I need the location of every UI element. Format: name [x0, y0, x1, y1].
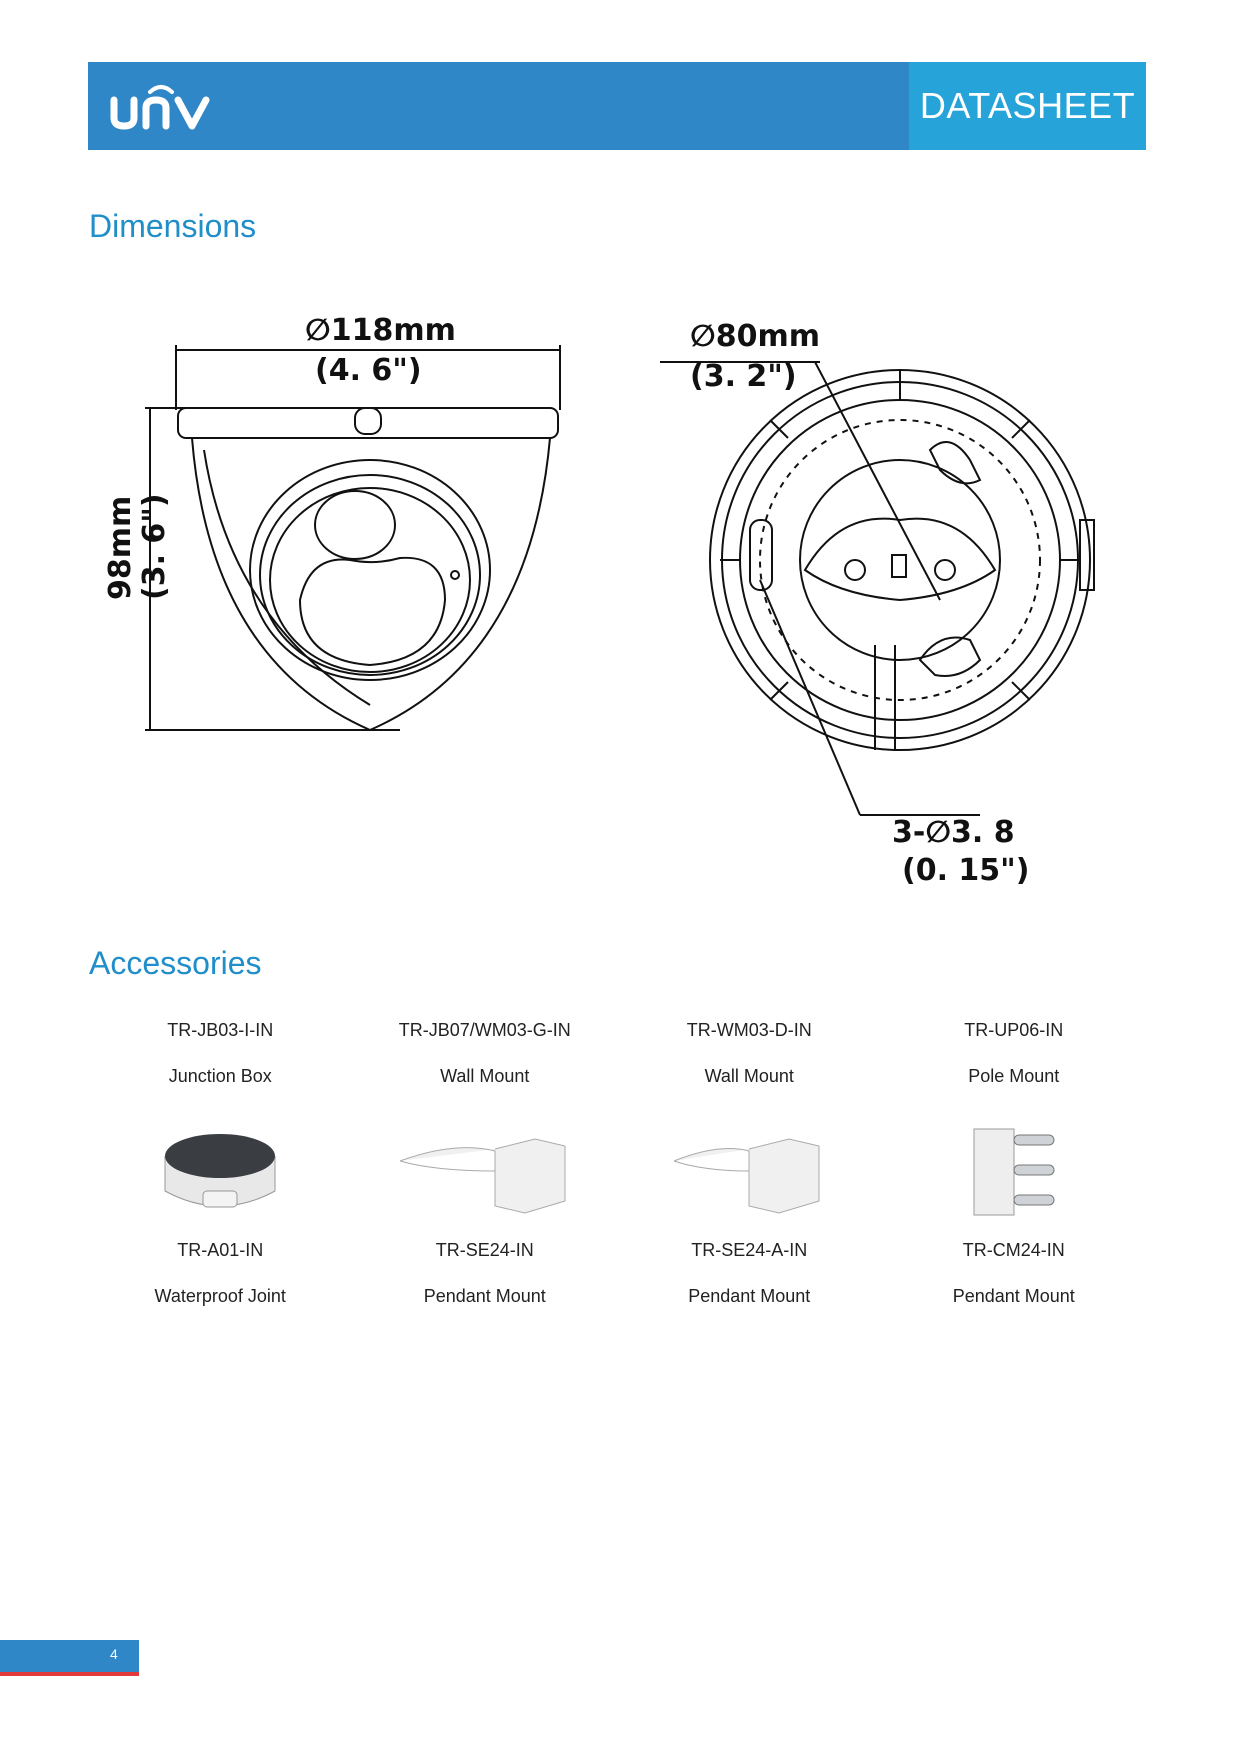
front-view-drawing: ∅118mm (4. 6") 98mm (3. 6"): [103, 313, 561, 732]
footer-bar: [0, 1640, 139, 1672]
mount-hole-label: 3-∅3. 8: [892, 815, 1015, 850]
accessory-item: TR-CM24-IN Pendant Mount: [882, 1235, 1147, 1327]
bottom-diameter-label: ∅80mm: [690, 319, 820, 354]
junction-box-image: [88, 1107, 353, 1235]
footer-accent-line: [0, 1672, 139, 1676]
accessory-model: TR-A01-IN: [177, 1240, 264, 1260]
datasheet-label: DATASHEET: [919, 85, 1136, 126]
mount-hole-in-label: (0. 15"): [902, 853, 1030, 888]
front-diameter-label: ∅118mm: [305, 313, 456, 348]
page-number: 4: [110, 1646, 118, 1662]
accessory-item: TR-UP06-IN Pole Mount: [882, 1015, 1147, 1235]
dimensions-title: Dimensions: [89, 208, 257, 244]
pole-mount-icon: [973, 1128, 1055, 1216]
accessory-model: TR-SE24-A-IN: [691, 1240, 808, 1260]
accessory-name: Wall Mount: [704, 1066, 794, 1086]
unv-logo-icon: [110, 85, 210, 130]
accessory-name: Pendant Mount: [423, 1286, 546, 1306]
pole-mount-image: [882, 1107, 1147, 1235]
accessory-model: TR-UP06-IN: [964, 1020, 1064, 1040]
bottom-diameter-in-label: (3. 2"): [690, 359, 797, 394]
accessories-title: Accessories: [89, 945, 262, 981]
accessory-model: TR-SE24-IN: [435, 1240, 534, 1260]
accessory-name: Pendant Mount: [688, 1286, 811, 1306]
front-diameter-in-label: (4. 6"): [315, 353, 422, 388]
accessory-model: TR-CM24-IN: [962, 1240, 1065, 1260]
accessory-model: TR-JB03-I-IN: [167, 1020, 274, 1040]
accessory-name: Junction Box: [168, 1066, 272, 1086]
accessory-item: TR-JB03-I-IN Junction Box: [88, 1015, 353, 1235]
accessory-item: TR-JB07/WM03-G-IN Wall Mount: [353, 1015, 618, 1235]
accessory-name: Waterproof Joint: [154, 1286, 286, 1306]
front-height-in-label: (3. 6"): [137, 493, 172, 600]
wall-mount-icon: [674, 1138, 820, 1214]
accessory-name: Pendant Mount: [952, 1286, 1075, 1306]
unv-logo: [106, 78, 216, 134]
accessory-item: TR-A01-IN Waterproof Joint: [88, 1235, 353, 1327]
accessory-item: TR-SE24-IN Pendant Mount: [353, 1235, 618, 1327]
header-banner: DATASHEET: [88, 62, 1146, 150]
front-height-label: 98mm: [103, 496, 138, 600]
junction-box-icon: [164, 1134, 276, 1208]
wall-mount-image: [617, 1107, 882, 1235]
accessory-model: TR-WM03-D-IN: [686, 1020, 812, 1040]
accessory-item: TR-SE24-A-IN Pendant Mount: [617, 1235, 882, 1327]
accessories-grid: TR-JB03-I-IN Junction Box TR-JB07/WM03-G…: [88, 1015, 1146, 1327]
bottom-view-drawing: ∅80mm (3. 2") 3-∅3. 8 (0. 15"): [660, 319, 1095, 888]
wall-mount-image: [353, 1107, 618, 1235]
accessory-model: TR-JB07/WM03-G-IN: [398, 1020, 571, 1040]
wall-mount-icon: [399, 1138, 566, 1214]
accessory-name: Wall Mount: [440, 1066, 530, 1086]
datasheet-badge: DATASHEET: [909, 62, 1146, 150]
accessory-item: TR-WM03-D-IN Wall Mount: [617, 1015, 882, 1235]
accessory-name: Pole Mount: [968, 1066, 1060, 1086]
